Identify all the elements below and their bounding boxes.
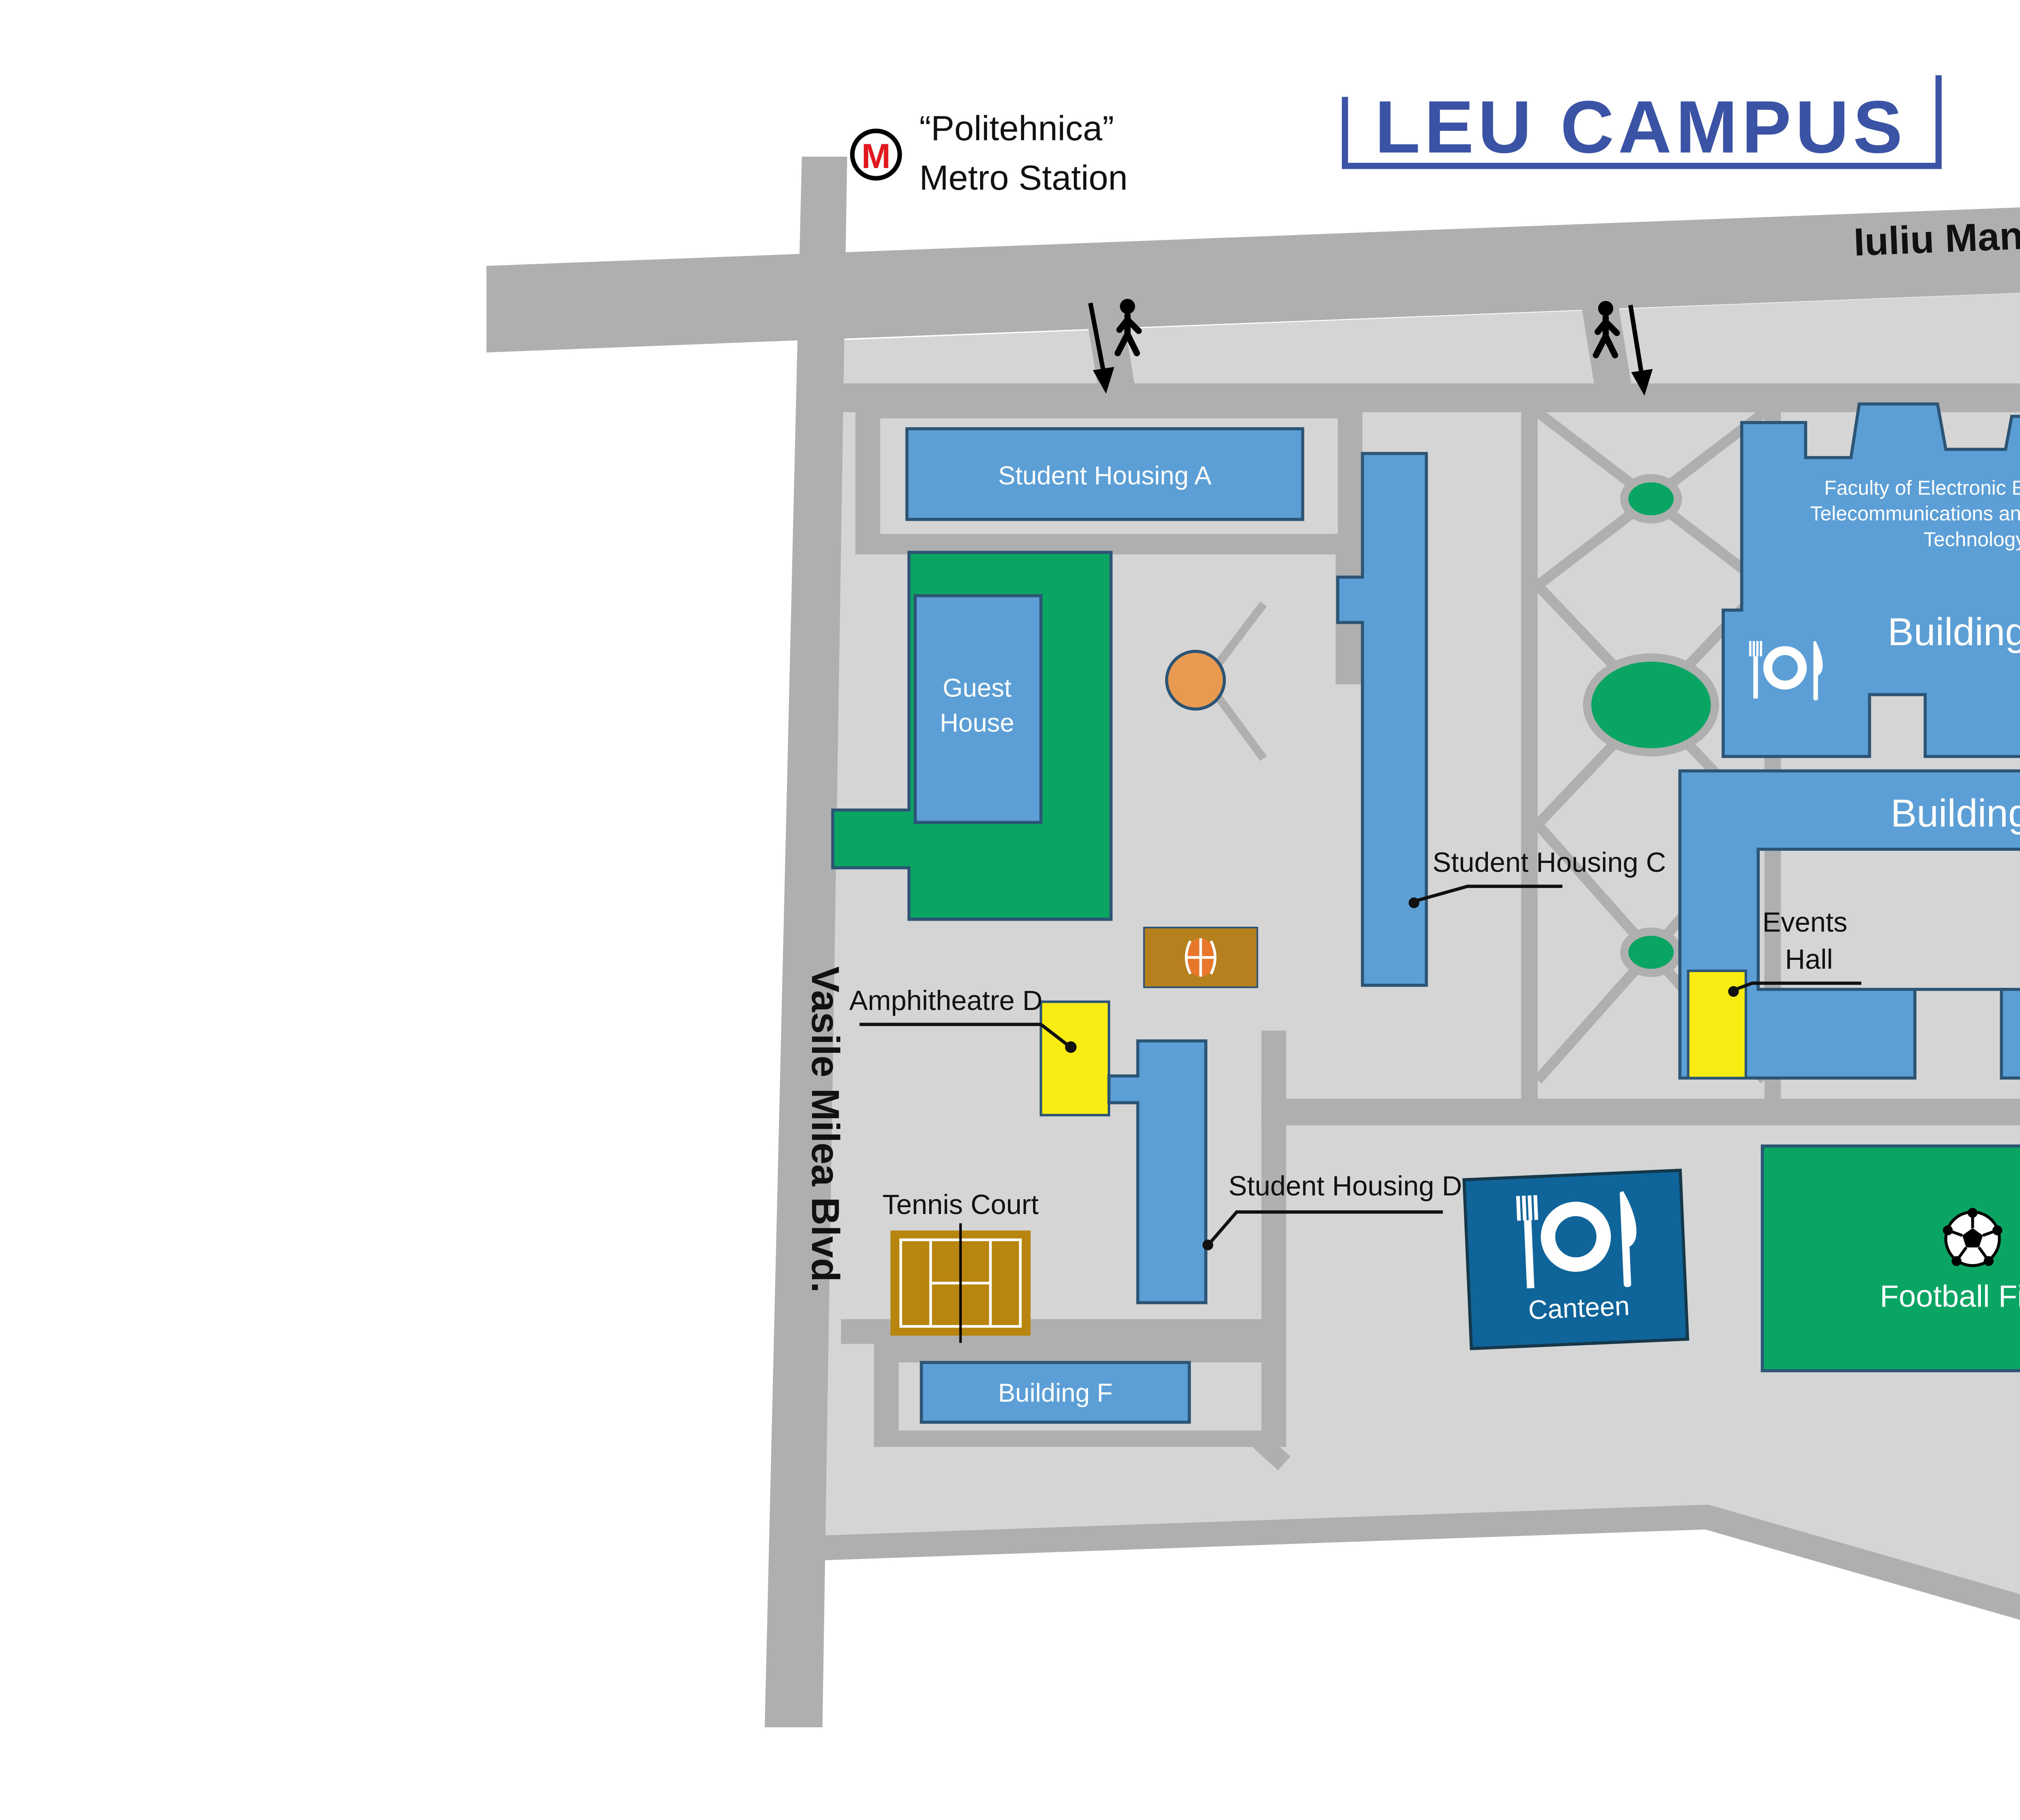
events-hall-leader [1735,981,1862,991]
building-b: Building B Sports Hall [1678,769,2020,1080]
student-housing-c-label: Student Housing C [1433,847,1666,878]
walkway-vertical-1 [1336,383,1363,684]
title-bracket [1342,75,1942,169]
student-housing-d: Student Housing D [1107,1039,1462,1305]
student-housing-d-leader [1208,1210,1443,1244]
student-housing-c-dot [1408,897,1420,908]
building-a: Faculty of Electronic Engineering, Telec… [1721,402,2020,758]
entrance-path-1 [1082,290,1136,392]
guest-house-label-1: Guest [943,673,1011,702]
football-field-label: Football Field [1880,1279,2020,1314]
canteen-label: Canteen [1528,1291,1630,1326]
student-housing-a: Student Housing A [905,427,1305,521]
metro-icon [850,128,902,181]
faculty-line3: Technology [1923,528,2020,551]
arrow-down-2 [1628,305,1644,376]
tennis-court-label: Tennis Court [882,1189,1039,1220]
building-b-label: Building B [1891,791,2020,835]
metro-label-1: “Politehnica” [920,109,1114,148]
plaza-walkway [1261,1098,2020,1126]
metro-symbol: M [861,137,890,176]
road-label-vasile-milea: Vasile Milea Blvd. [804,966,848,1293]
events-hall: Events Hall [1687,907,1862,1079]
events-hall-label-1: Events [1762,907,1847,938]
restaurant-icon-a [1749,641,1823,701]
road-vasile-milea [764,156,847,1727]
tennis-court: Tennis Court [882,1189,1039,1343]
amphitheatre-d: Amphitheatre D [849,985,1110,1117]
arrow-down-1 [1088,302,1106,374]
arrow-head-2 [1631,369,1653,396]
metro-label-2: Metro Station [920,158,1128,197]
student-housing-a-label: Student Housing A [998,461,1212,490]
student-housing-d-dot [1202,1239,1214,1250]
faculty-line1: Faculty of Electronic Engineering, [1824,476,2020,499]
roads [486,156,2020,1727]
arrow-head-1 [1093,367,1115,394]
basketball-icon [1185,938,1216,977]
page-title: LEU CAMPUS [1375,86,1906,168]
orange-circle [1165,650,1226,711]
green-ellipse-large [1583,653,1719,757]
metro-station: M “Politehnica” Metro Station [850,109,1128,197]
guest-house-label-2: House [940,708,1014,737]
football-field: Football Field [1761,1144,2020,1372]
guest-house: Guest House [913,594,1043,824]
soccer-ball-icon [1943,1208,2003,1267]
title-block: LEU CAMPUS [1342,75,1942,169]
road-iuliu-maniu [486,207,2020,353]
basketball-court [1143,926,1258,988]
green-ellipse-small-bottom [1620,927,1682,977]
faculty-line2: Telecommunications and Information [1810,502,2020,525]
building-a-label: Building A [1887,610,2020,654]
walkway-vertical-d [1261,1031,1286,1332]
student-housing-d-label: Student Housing D [1229,1170,1462,1201]
amphitheatre-d-dot [1065,1041,1077,1053]
amphitheatre-d-leader [859,1023,1069,1046]
promenade-greens [1583,474,1719,977]
promenade-left [1521,412,1538,1126]
campus-boundary-path [818,1504,2020,1620]
events-hall-label-2: Hall [1785,944,1833,975]
green-ellipse-small-top [1620,474,1682,524]
amphitheatre-d-label: Amphitheatre D [849,985,1042,1016]
building-f-label: Building F [998,1378,1113,1407]
canteen: Canteen [1462,1168,1690,1351]
student-housing-c: Student Housing C [1336,452,1666,987]
student-housing-c-leader [1416,884,1563,903]
building-f: Building F [920,1361,1191,1424]
restaurant-icon-canteen [1516,1191,1637,1289]
events-hall-dot [1728,986,1739,997]
entrance-markers [1088,299,1653,396]
